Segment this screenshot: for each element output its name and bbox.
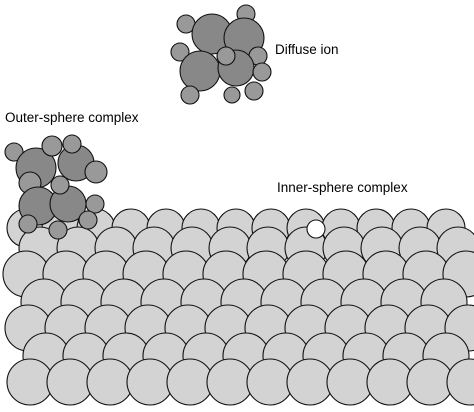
surface-atom (326, 358, 374, 406)
diffuse-ion (179, 50, 221, 92)
inner-sphere-label: Inner-sphere complex (277, 180, 408, 195)
surface-atom (366, 358, 414, 406)
outer-sphere-cluster (4, 134, 108, 240)
mineral-surface (2, 208, 474, 406)
outer-sphere-ion (84, 160, 108, 184)
diffuse-ion (216, 46, 236, 66)
diffuse-ion-cluster (170, 4, 272, 105)
diffuse-ion (170, 42, 190, 62)
surface-atom (206, 358, 254, 406)
outer-sphere-ion (48, 220, 68, 240)
outer-sphere-ion (78, 210, 98, 230)
surface-atom (126, 358, 174, 406)
surface-atom (6, 358, 54, 406)
outer-sphere-ion (62, 134, 82, 154)
surface-atom (286, 358, 334, 406)
diffuse-ion (223, 86, 241, 104)
surface-atom (246, 358, 294, 406)
surface-atom (166, 358, 214, 406)
outer-sphere-ion (4, 142, 24, 162)
surface-atom (446, 358, 474, 406)
outer-sphere-ion (85, 194, 105, 214)
surface-atom (86, 358, 134, 406)
diffuse-ion (244, 81, 264, 101)
surface-atom (406, 358, 454, 406)
diffuse-ion-label: Diffuse ion (275, 42, 339, 57)
diffuse-ion (180, 85, 200, 105)
outer-sphere-label: Outer-sphere complex (5, 110, 139, 125)
outer-sphere-ion (50, 175, 70, 195)
diffuse-ion (252, 62, 272, 82)
outer-sphere-ion (18, 214, 38, 234)
outer-sphere-ion (41, 135, 63, 157)
inner-sphere-atom (306, 219, 326, 239)
inner-sphere-ion (306, 219, 326, 239)
surface-atom (46, 358, 94, 406)
